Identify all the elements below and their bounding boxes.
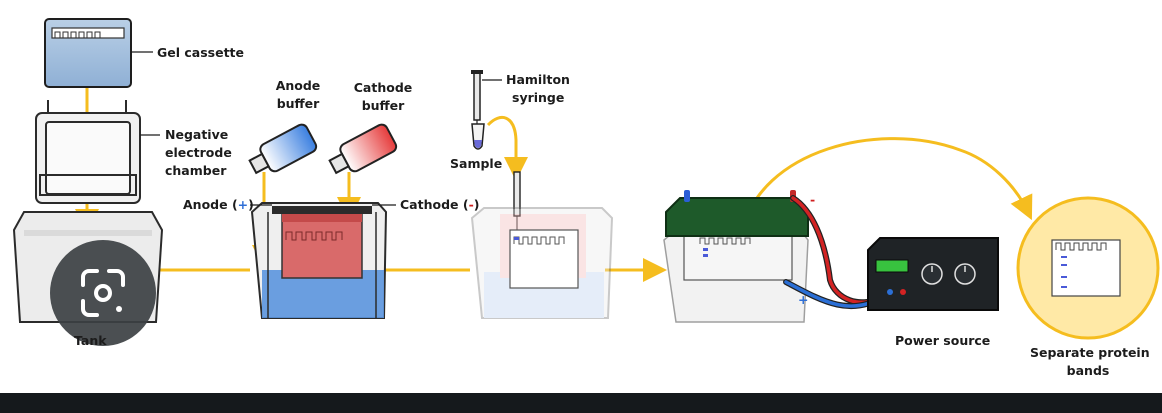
arrow-sample-curve (486, 115, 528, 181)
anode-buffer-bottle (248, 123, 318, 175)
label-power-source: Power source (895, 333, 991, 348)
label-cathode-buffer-1: Cathode (353, 80, 413, 95)
label-cathode-buffer-2: buffer (361, 98, 405, 113)
faded-gel (509, 229, 579, 289)
label-negative-chamber-2: electrode (165, 145, 232, 160)
tank-with-buffers (250, 202, 388, 319)
label-cathode-close: ) (473, 197, 480, 212)
label-cathode: Cathode (-) (400, 197, 479, 213)
label-hamilton-1: Hamilton (506, 72, 570, 87)
label-lid-minus: - (810, 192, 816, 207)
gel-cassette (44, 18, 132, 88)
label-anode-close: ) (248, 197, 254, 212)
label-tank: Tank (74, 333, 107, 348)
loading-syringe (513, 171, 521, 232)
label-lid-plus: + (798, 292, 809, 307)
label-bands-1: Separate protein (1030, 345, 1150, 360)
bottom-bar (0, 393, 1162, 413)
label-cathode-sign: - (468, 197, 474, 212)
label-anode-sign: + (237, 197, 249, 212)
label-anode-buffer-1: Anode (275, 78, 321, 93)
tank-with-lid (663, 190, 809, 323)
label-negative-chamber-1: Negative (165, 127, 229, 142)
label-hamilton-2: syringe (512, 90, 565, 105)
label-anode-buffer-2: buffer (276, 96, 320, 111)
result-circle (1016, 196, 1160, 340)
sample-tube (471, 123, 485, 150)
google-lens-icon[interactable] (50, 240, 156, 346)
hamilton-syringe (471, 70, 483, 128)
label-anode-text: Anode ( (183, 197, 238, 212)
label-bands-2: bands (1066, 363, 1110, 378)
label-negative-chamber-3: chamber (165, 163, 227, 178)
label-cathode-text: Cathode ( (400, 197, 469, 212)
negative-electrode-chamber (35, 100, 141, 204)
arrow-to-result (740, 137, 1033, 233)
label-gel-cassette: Gel cassette (157, 45, 245, 60)
cathode-buffer-bottle (328, 123, 398, 175)
label-sample: Sample (450, 156, 503, 171)
power-source (867, 237, 999, 311)
label-anode: Anode (+) (183, 197, 254, 213)
